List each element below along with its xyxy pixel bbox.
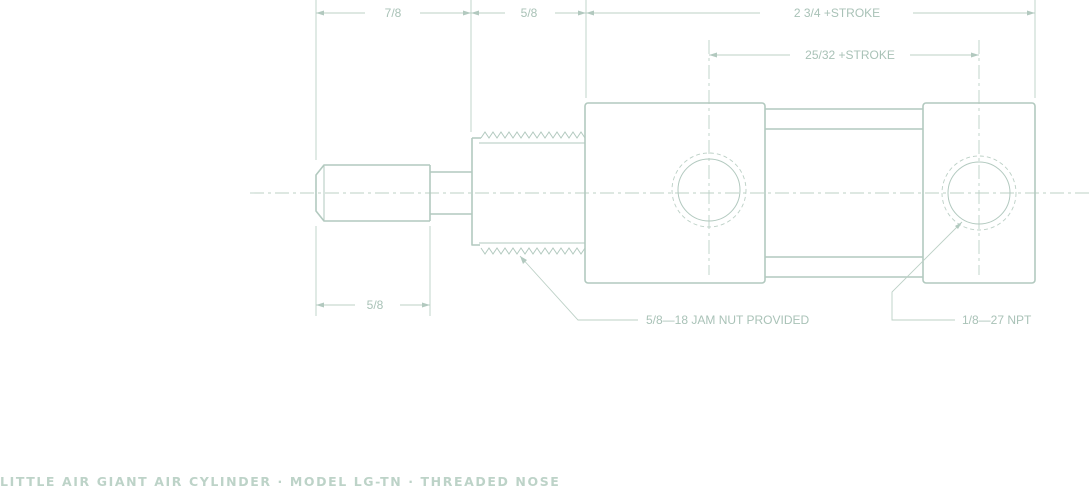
drawing-caption: LITTLE AIR GIANT AIR CYLINDER · MODEL LG… xyxy=(0,474,561,489)
callout-label-port: 1/8—27 NPT xyxy=(962,313,1032,327)
piston-rod xyxy=(315,164,472,222)
front-head xyxy=(584,102,766,284)
extension-lines xyxy=(315,0,1036,316)
dimension-body-length: 2 3/4 +STROKE xyxy=(586,6,1035,20)
dim-label-port-spacing: 25/32 +STROKE xyxy=(805,48,895,62)
dimension-port-spacing: 25/32 +STROKE xyxy=(709,48,979,62)
rear-head xyxy=(922,102,1036,284)
callout-jam-nut: 5/8—18 JAM NUT PROVIDED xyxy=(519,255,809,327)
callout-port: 1/8—27 NPT xyxy=(891,221,1032,327)
dim-label-nose-extension: 7/8 xyxy=(385,6,402,20)
dimension-nose-extension: 7/8 xyxy=(316,6,471,20)
dim-label-rod-end: 5/8 xyxy=(367,298,384,312)
cylinder-barrel xyxy=(765,108,923,278)
dimension-rod-end: 5/8 xyxy=(316,298,430,312)
threaded-nose xyxy=(471,131,586,255)
callout-label-jam-nut: 5/8—18 JAM NUT PROVIDED xyxy=(646,313,809,327)
dimension-thread-length: 5/8 xyxy=(471,6,586,20)
dim-label-thread-length: 5/8 xyxy=(521,6,538,20)
dim-label-body-length: 2 3/4 +STROKE xyxy=(794,6,880,20)
